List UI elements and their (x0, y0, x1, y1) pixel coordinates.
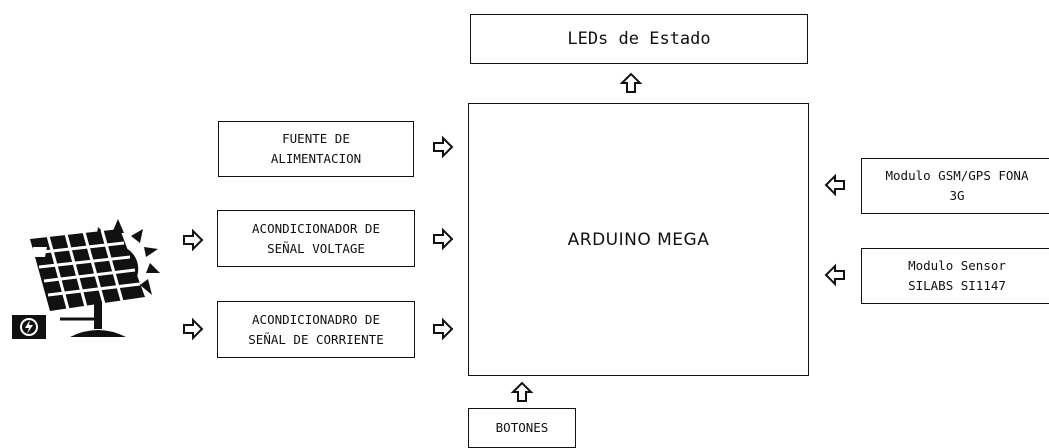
leds-estado-block: LEDs de Estado (470, 14, 808, 64)
fuente-alimentacion-block: FUENTE DE ALIMENTACION (218, 121, 414, 177)
acondicionador-corriente-block: ACONDICIONADRO DE SEÑAL DE CORRIENTE (217, 301, 415, 358)
acondicionador-voltage-block: ACONDICIONADOR DE SEÑAL VOLTAGE (217, 210, 415, 267)
arrow-right-icon (433, 317, 454, 341)
arduino-mega-block: ARDUINO MEGA (468, 103, 809, 376)
arrow-up-icon (510, 381, 534, 402)
arrow-right-icon (433, 227, 454, 251)
arrow-up-icon (619, 72, 643, 93)
arrow-left-icon (824, 263, 845, 287)
arrow-right-icon (183, 228, 204, 252)
modulo-sensor-block: Modulo Sensor SILABS SI1147 (861, 248, 1049, 304)
arrow-left-icon (824, 173, 845, 197)
botones-block: BOTONES (468, 408, 576, 448)
modulo-gsm-block: Modulo GSM/GPS FONA 3G (861, 158, 1049, 214)
arrow-right-icon (183, 317, 204, 341)
panel-grid (30, 229, 145, 337)
arrow-right-icon (433, 135, 454, 159)
solar-panel-icon (12, 219, 160, 339)
power-plug-icon (12, 315, 46, 339)
